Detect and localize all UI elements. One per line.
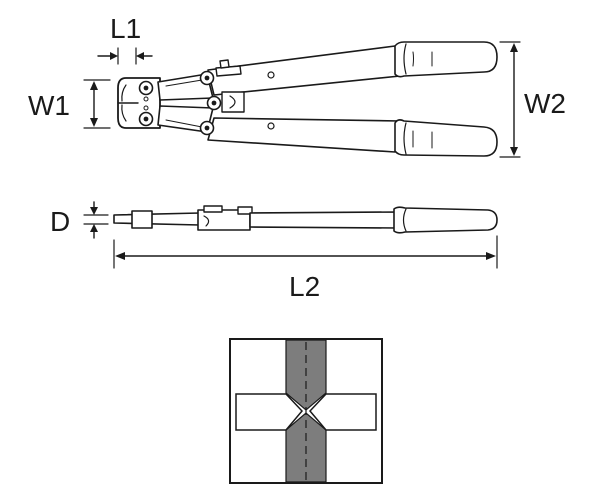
jaw-bolt-upper-core [143,85,149,91]
side-view-dimensions: D L2 [50,201,498,302]
lower-link-line [165,119,203,128]
top-view-dimensions: L1 W1 W2 [28,13,566,158]
upper-grip-ridge-2 [412,51,433,67]
l1-label: L1 [110,13,141,44]
d-arrow-bottom [90,224,98,232]
blade-right [308,393,377,431]
jaw-pin-lower [143,105,149,111]
center-bracket-curve [229,95,236,109]
upper-grip [394,41,498,78]
side-handle [249,211,399,229]
blade-detail [229,338,383,484]
upper-link-line [165,79,203,87]
lower-grip-ridge-2 [412,130,433,149]
d-label: D [50,206,70,237]
l2-arrow-left [115,252,125,260]
jaw-inner-lower [121,104,127,122]
l1-arrow-left [110,52,118,60]
pivot-bolt-upper-core [204,75,210,81]
side-jaw [113,212,201,226]
jaw-bolt-lower-core [143,116,149,122]
upper-grip-ridge [403,43,407,75]
l2-arrow-right [486,252,496,260]
side-jaw-block [131,210,153,229]
side-link-curve [203,215,210,227]
side-view [113,205,498,234]
w2-label: W2 [524,88,566,119]
lower-small-rivet [267,122,275,130]
lower-handle-arm [207,117,401,153]
center-bracket [221,91,245,113]
l2-label: L2 [289,271,320,302]
blade-left [235,393,304,431]
lower-grip [394,119,498,157]
l1-arrow-right [136,52,144,60]
w1-label: W1 [28,90,70,121]
w1-arrow-top [90,81,98,90]
pivot-bolt-lower-core [204,125,210,131]
side-grip [393,206,498,234]
w1-arrow-bottom [90,118,98,127]
side-grip-ridge [402,208,407,232]
lower-grip-ridge [403,122,407,155]
side-link [197,209,251,231]
d-arrow-top [90,207,98,215]
adjust-screw-head [219,59,230,69]
jaw-pin-upper [143,96,149,102]
w2-arrow-top [510,43,518,52]
w2-arrow-bottom [510,147,518,156]
side-link-knob [203,205,223,213]
pivot-bolt-mid-core [211,100,217,106]
jaw-inner-upper [121,84,127,102]
upper-small-rivet [267,71,275,79]
top-view [117,41,498,157]
